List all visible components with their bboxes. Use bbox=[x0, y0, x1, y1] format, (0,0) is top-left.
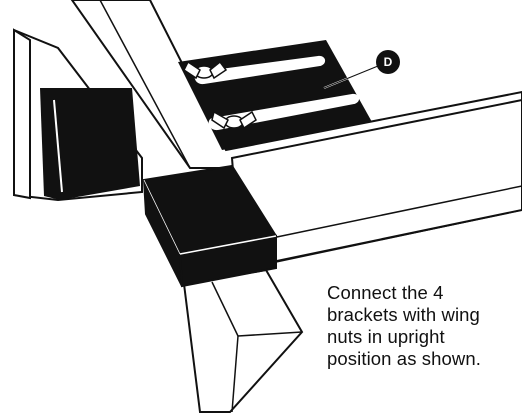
callout-label: D bbox=[384, 55, 393, 69]
front-rail bbox=[230, 98, 522, 263]
callout-bubble bbox=[376, 50, 400, 74]
corner-connector bbox=[142, 164, 278, 288]
wing-nut-lower bbox=[211, 110, 257, 130]
instruction-line-2: brackets with wing bbox=[327, 304, 480, 325]
left-side-panel bbox=[13, 28, 143, 202]
instruction-line-4: position as shown. bbox=[327, 348, 482, 369]
instruction-text: Connect the 4 brackets with wing nuts in… bbox=[327, 282, 517, 370]
instruction-line-3: nuts in upright bbox=[327, 326, 445, 347]
instruction-line-1: Connect the 4 bbox=[327, 282, 444, 303]
wing-nut-upper bbox=[183, 60, 228, 80]
upright-leg bbox=[182, 268, 304, 413]
